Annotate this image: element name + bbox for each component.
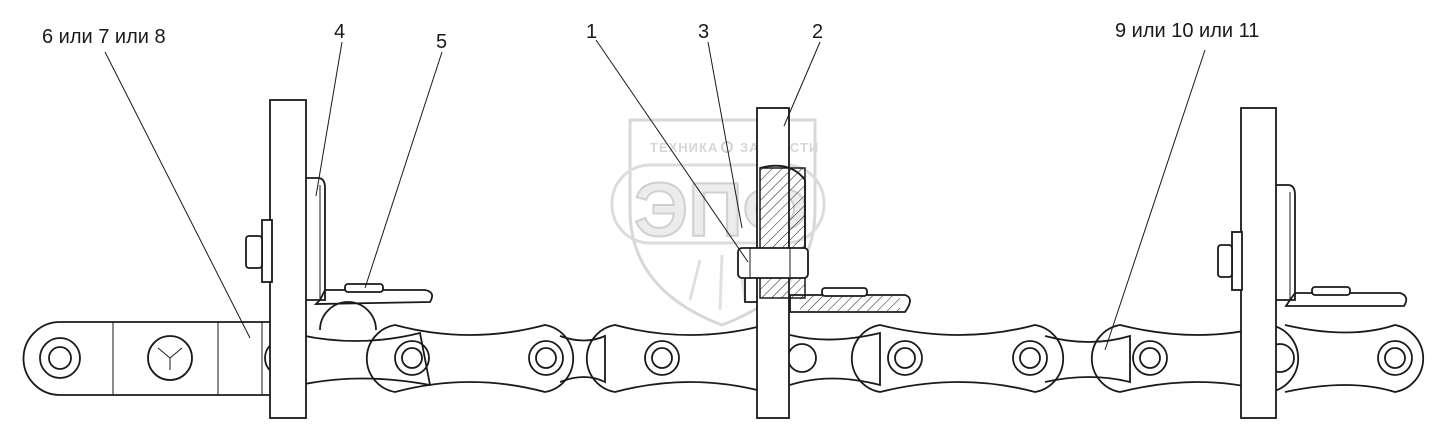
scraper-assembly-left: [245, 99, 434, 419]
scraper-assembly-right: [1217, 107, 1408, 419]
callout-5: 5: [436, 31, 447, 53]
callout-9-10-11: 9 или 10 или 11: [1115, 20, 1259, 42]
attachment-link-left: [22, 321, 296, 396]
leader-4: [315, 41, 343, 197]
leader-lines: [104, 39, 1206, 351]
leader-6: [104, 51, 251, 339]
leader-2: [783, 41, 821, 127]
callout-2: 2: [812, 21, 823, 43]
leader-1: [595, 39, 749, 263]
callout-1: 1: [586, 21, 597, 43]
callout-4: 4: [334, 21, 345, 43]
leader-5: [364, 51, 443, 289]
watermark-text-left: ТЕХНИКА: [650, 140, 718, 155]
scraper-plate-right: [1240, 107, 1277, 419]
callout-labels: 6 или 7 или 8 4 5 1 3 2 9 или 10 или 11: [42, 20, 1259, 53]
leader-3: [707, 41, 743, 229]
scraper-assembly-middle: [737, 107, 911, 419]
bolt-head: [737, 247, 809, 279]
callout-3: 3: [698, 21, 709, 43]
scraper-plate-left: [269, 99, 307, 419]
leader-9: [1104, 49, 1206, 351]
gear-icon: [721, 141, 733, 153]
callout-6-7-8: 6 или 7 или 8: [42, 26, 166, 48]
roller-chain: [22, 301, 1425, 396]
